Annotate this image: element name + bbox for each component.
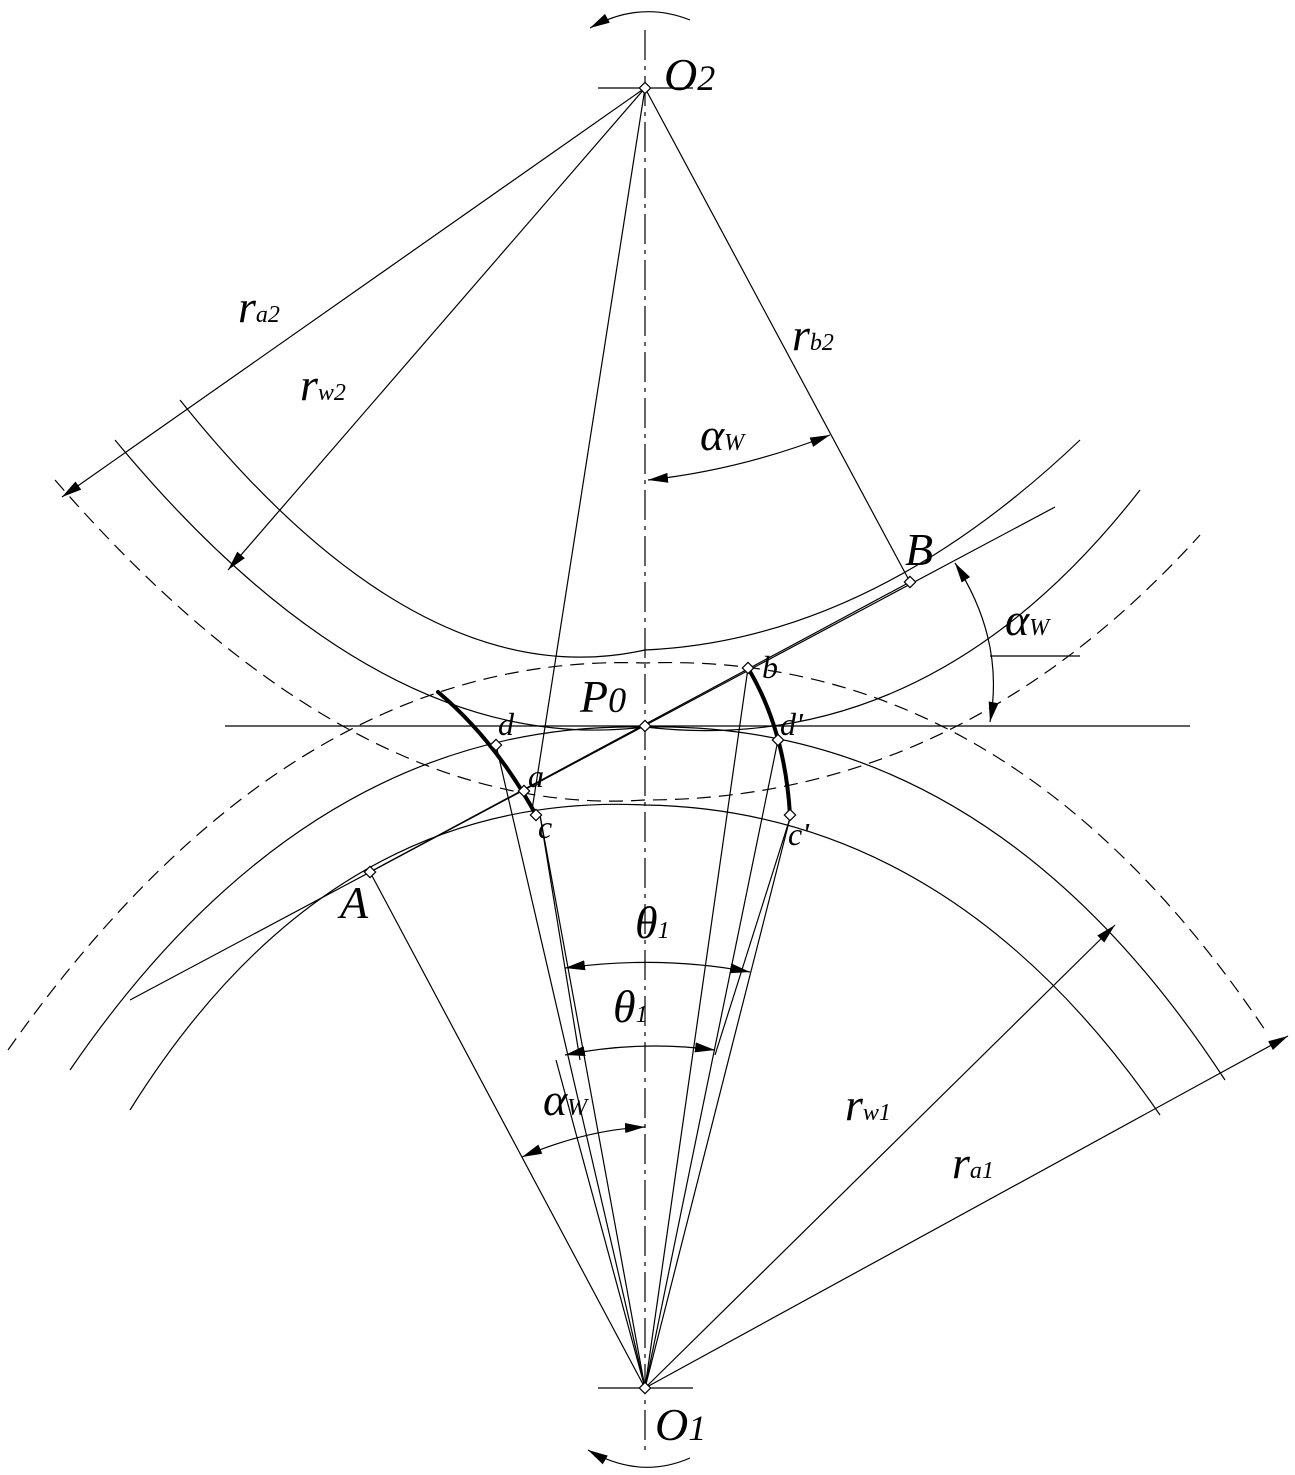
rotation-arrow-bottom	[587, 1449, 691, 1468]
rw1-dimension-line	[644, 924, 1116, 1389]
point-c-prime-marker	[783, 808, 797, 822]
label-alpha-w-bottom: αW	[543, 1074, 589, 1125]
tooth-profile-left	[436, 690, 538, 817]
point-d-prime-marker	[771, 733, 785, 747]
label-a: a	[528, 758, 544, 794]
label-A: A	[337, 877, 369, 928]
o1-line-to-d	[495, 744, 646, 1389]
point-a-marker	[517, 784, 531, 798]
o1-line-to-b	[644, 667, 749, 1389]
label-rw1: rw1	[845, 1079, 891, 1130]
label-theta1-lower: θ1	[613, 981, 648, 1032]
addendum-circle-upper	[54, 479, 1201, 802]
tooth-edge-right	[714, 817, 791, 1056]
point-O1-marker	[638, 1381, 652, 1395]
point-d-marker	[489, 738, 503, 752]
theta1-arc-upper	[564, 960, 751, 974]
ra1-dimension-line	[644, 1035, 1289, 1389]
point-B-marker	[903, 575, 917, 589]
o1-line-to-c-prime	[644, 817, 791, 1389]
o1-line-to-d-prime	[644, 739, 779, 1389]
label-alpha-w-top: αW	[700, 409, 746, 460]
label-b: b	[762, 649, 778, 685]
label-rw2: rw2	[300, 359, 346, 410]
o1-extra-line	[555, 1059, 646, 1389]
rb1-line	[369, 871, 646, 1389]
label-O2: O2	[664, 49, 715, 100]
rw2-dimension-line	[227, 87, 646, 571]
o2-radial-line	[531, 87, 646, 811]
base-circle-upper	[179, 399, 1081, 658]
alpha-w-arc-right	[954, 562, 999, 723]
label-c: c	[538, 809, 552, 845]
alpha-w-arc-bottom	[521, 1123, 646, 1158]
point-b-marker	[741, 661, 755, 675]
theta1-arc-lower	[564, 1042, 716, 1056]
rb2-line	[644, 87, 911, 583]
label-P0: P0	[579, 671, 626, 722]
base-circle-lower	[129, 803, 1161, 1116]
label-c-prime: c'	[788, 816, 810, 852]
rotation-arrow-top	[589, 11, 691, 29]
point-O2-marker	[638, 81, 652, 95]
label-alpha-w-right: αW	[1005, 594, 1051, 645]
o1-line-to-c	[539, 814, 646, 1389]
ra2-dimension-line	[61, 87, 646, 498]
label-theta1-upper: θ1	[635, 897, 670, 948]
label-d-prime: d'	[780, 706, 804, 742]
tooth-edge-left	[539, 814, 581, 1061]
label-B: B	[905, 524, 933, 575]
addendum-circle-lower	[7, 661, 1266, 1051]
label-d: d	[498, 706, 515, 742]
label-ra2: ra2	[238, 281, 280, 332]
label-rb2: rb2	[792, 309, 834, 360]
label-O1: O1	[655, 1399, 706, 1450]
point-c-marker	[529, 808, 543, 822]
point-P0-marker	[638, 719, 652, 733]
point-A-marker	[363, 865, 377, 879]
label-ra1: ra1	[952, 1137, 994, 1188]
pitch-circle-upper	[114, 439, 1141, 732]
line-of-action	[129, 506, 1056, 1001]
alpha-w-arc-top	[647, 434, 831, 483]
